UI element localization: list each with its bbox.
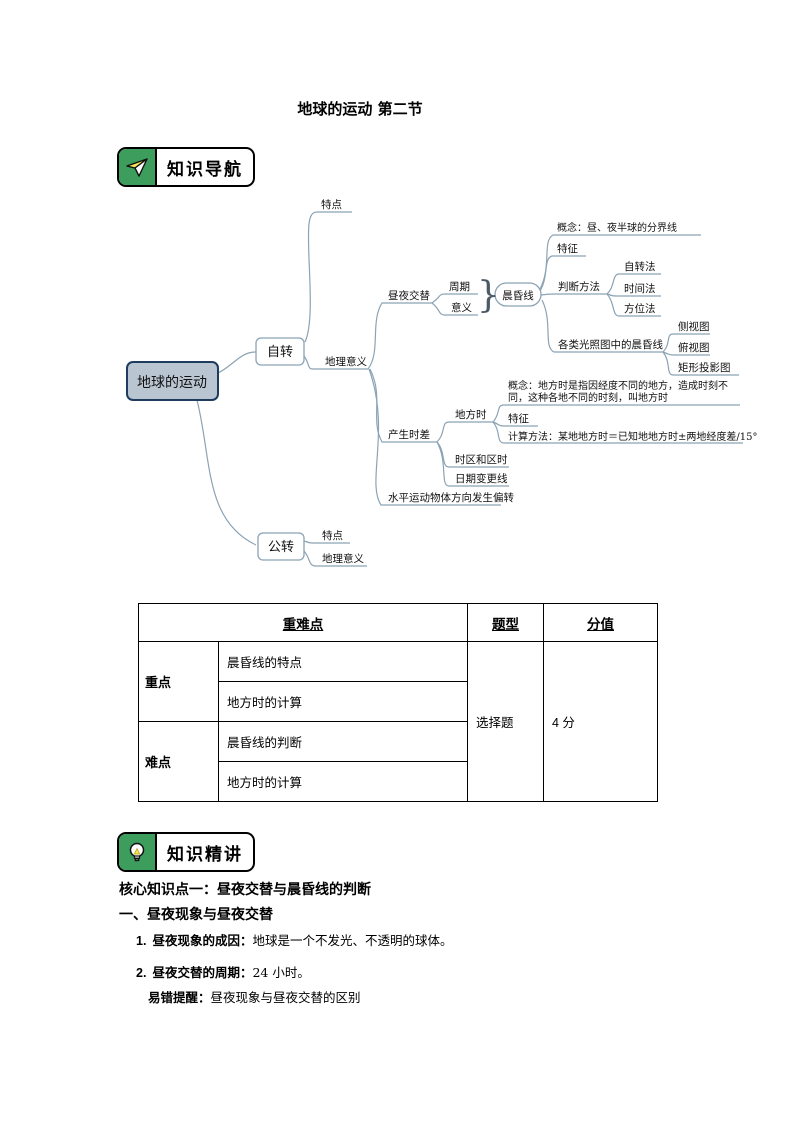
root-node-box: [126, 361, 219, 401]
edge-revolution-significance: [303, 550, 367, 567]
cell-difficult-item-1: 晨昏线的判断: [218, 721, 468, 762]
label-diagram-type1: 侧视图: [678, 320, 710, 333]
subsection-title: 一、昼夜现象与昼夜交替: [119, 906, 273, 922]
table-row: 难点 晨昏线的判断: [138, 721, 658, 802]
label-terminator-feature: 特征: [557, 243, 578, 255]
header-question-type: 题型: [467, 603, 544, 642]
table-row: 地方时的计算: [139, 761, 658, 802]
label-zonetime: 时区和区时: [455, 454, 508, 466]
label-localtime: 地方时: [455, 408, 487, 421]
edge-timediff: [369, 368, 437, 443]
item-label: 昼夜交替的周期：: [152, 966, 253, 980]
error-prone-note: 易错提醒：昼夜现象与昼夜交替的区别: [148, 987, 361, 1006]
list-item: 1. 昼夜现象的成因：地球是一个不发光、不透明的球体。: [136, 930, 452, 949]
header-score: 分值: [543, 603, 658, 642]
edge-daynight: [367, 302, 432, 370]
edge-judge-method3: [606, 293, 661, 317]
label-localtime-calc: 计算方法：某地地方时＝已知地地方时±两地经度差/15°: [508, 430, 757, 443]
note-text: 昼夜现象与昼夜交替的区别: [210, 990, 361, 1005]
knowledge-lecture-badge: 知识精讲: [117, 832, 255, 872]
rotation-node-label: 自转: [267, 345, 293, 360]
edge-localtime: [436, 421, 493, 443]
core-knowledge-title: 核心知识点一：昼夜交替与晨昏线的判断: [119, 881, 371, 897]
edge-root-rotation: [217, 351, 257, 374]
label-terminator-concept: 概念：昼、夜半球的分界线: [557, 221, 677, 234]
edge-judge-method2: [606, 293, 661, 297]
edge-judge-method1: [606, 273, 661, 295]
label-rotation-feature: 特点: [321, 199, 342, 211]
table-row: 地方时的计算: [139, 681, 658, 722]
label-diagram-type2: 俯视图: [678, 341, 710, 354]
edge-dateline: [436, 441, 509, 487]
revolution-node-label: 公转: [268, 540, 294, 555]
label-judge: 判断方法: [558, 280, 600, 293]
root-node-label: 地球的运动: [137, 375, 207, 391]
label-revolution-significance: 地理意义: [322, 552, 364, 565]
revolution-node-box: [257, 532, 305, 561]
header-key-difficult: 重难点: [138, 603, 468, 642]
edge-localtime-concept: [492, 404, 740, 423]
item-text: 24 小时。: [252, 965, 310, 980]
brace-glyph: }: [477, 275, 500, 316]
group-label-key: 重点: [138, 641, 219, 722]
edge-terminator-feature: [539, 255, 586, 292]
terminator-node-label: 晨昏线: [502, 289, 534, 302]
label-localtime-concept-line1: 概念：地方时是指因经度不同的地方，造成时刻不: [508, 379, 728, 392]
note-label: 易错提醒：: [148, 991, 211, 1005]
edge-meaning: [431, 302, 478, 316]
mindmap-diagram: 地球的运动 自转 公转 晨昏线 特点 地理意义 昼夜交替 周期 意义 } 概念：…: [126, 199, 757, 567]
table-row: 重点 晨昏线的特点 选择题 4 分: [138, 641, 658, 802]
label-diagram-type3: 矩形投影图: [678, 361, 731, 374]
cell-difficult-item-2: 地方时的计算: [218, 761, 468, 802]
knowledge-lecture-label: 知识精讲: [167, 844, 243, 864]
label-judge-method3: 方位法: [624, 302, 656, 315]
cell-score: 4 分: [543, 641, 658, 802]
label-deflection: 水平运动物体方向发生偏转: [388, 491, 514, 504]
edge-localtime-calc: [492, 421, 743, 444]
label-meaning: 意义: [451, 301, 472, 314]
edge-judge: [540, 293, 607, 296]
label-diagrams: 各类光照图中的晨昏线: [558, 338, 663, 351]
label-timediff: 产生时差: [388, 428, 430, 441]
edge-localtime-feature: [492, 421, 538, 427]
item-label: 昼夜现象的成因：: [152, 934, 253, 948]
table-header-row: 重难点 题型 分值: [138, 603, 658, 642]
group-label-difficult: 难点: [138, 721, 219, 802]
label-revolution-feature: 特点: [322, 530, 343, 542]
page-title: 地球的运动 第二节: [297, 100, 423, 118]
list-item: 2. 昼夜交替的周期：24 小时。: [136, 962, 310, 981]
rotation-node-box: [255, 337, 305, 366]
edge-rotation-feature: [304, 211, 352, 343]
edge-zonetime: [436, 441, 509, 468]
cell-question-type: 选择题: [467, 641, 544, 802]
paper-plane-icon: [119, 149, 157, 185]
light-bulb-icon: [119, 834, 157, 870]
key-points-table: 重难点 题型 分值 重点 晨昏线的特点 选择题 4 分 地方时的计算 难点 晨昏…: [138, 603, 658, 802]
item-number: 2.: [136, 966, 147, 980]
terminator-node-box: [494, 282, 542, 307]
label-period: 周期: [449, 281, 470, 293]
edge-period: [431, 293, 478, 304]
label-rotation-significance: 地理意义: [325, 355, 367, 368]
cell-key-item-1: 晨昏线的特点: [218, 641, 468, 682]
edge-deflection: [368, 368, 501, 506]
knowledge-nav-badge: 知识导航: [117, 147, 255, 187]
edge-rotation-significance: [303, 355, 368, 370]
label-dateline: 日期变更线: [455, 472, 508, 485]
label-localtime-concept-line2: 同，这种各地不同的时刻，叫地方时: [508, 391, 668, 404]
knowledge-nav-label: 知识导航: [167, 159, 243, 179]
edge-diagram-type3: [662, 351, 739, 376]
label-localtime-feature: 特征: [508, 413, 529, 425]
item-number: 1.: [136, 934, 147, 948]
cell-key-item-2: 地方时的计算: [218, 681, 468, 722]
edge-diagram-type1: [662, 333, 710, 353]
edge-diagrams: [541, 299, 663, 353]
edge-diagram-type2: [662, 351, 710, 356]
label-daynight: 昼夜交替: [388, 289, 430, 302]
item-text: 地球是一个不发光、不透明的球体。: [252, 933, 453, 948]
edge-revolution-feature: [303, 540, 350, 544]
label-judge-method1: 自转法: [624, 260, 656, 273]
edge-root-revolution: [196, 399, 257, 546]
label-judge-method2: 时间法: [624, 282, 656, 295]
